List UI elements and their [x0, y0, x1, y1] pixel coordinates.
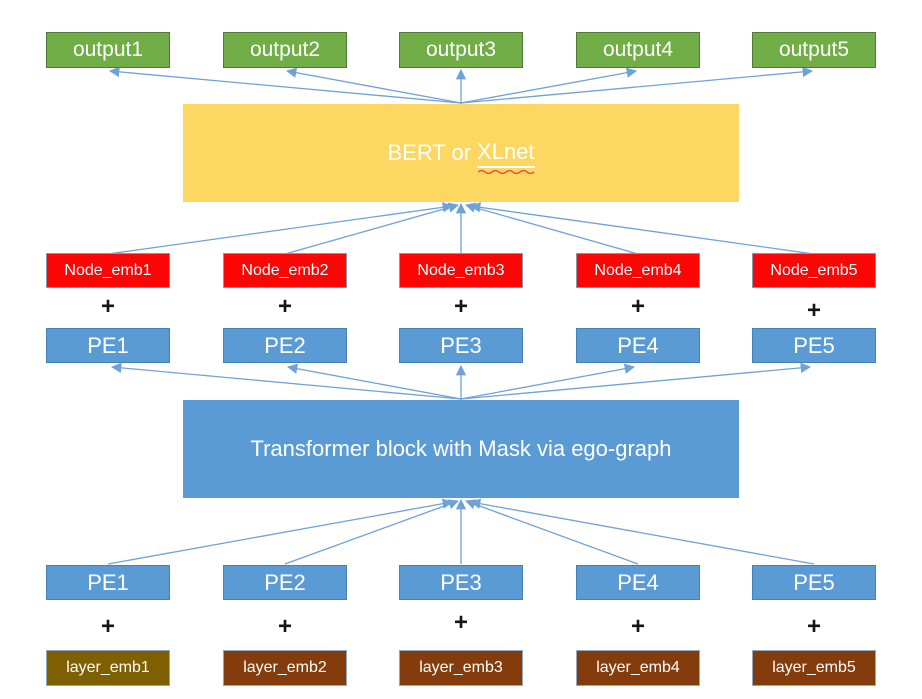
spellcheck-squiggle: [478, 169, 535, 174]
plus-sign: +: [453, 293, 468, 320]
node-pe3-top: PE3: [399, 328, 523, 363]
plus-sign: +: [806, 297, 821, 324]
node-emb3: Node_emb3: [399, 253, 523, 288]
node-output4: output4: [576, 32, 700, 68]
plus-sign: +: [630, 613, 645, 640]
plus-sign: +: [630, 293, 645, 320]
plus-sign: +: [100, 613, 115, 640]
node-emb1: Node_emb1: [46, 253, 170, 288]
node-pe2-bottom: PE2: [223, 565, 347, 600]
transformer-label: Transformer block with Mask via ego-grap…: [250, 436, 672, 461]
node-pe3-bottom: PE3: [399, 565, 523, 600]
node-layer-emb2: layer_emb2: [223, 650, 347, 686]
node-emb4: Node_emb4: [576, 253, 700, 288]
plus-sign: +: [277, 293, 292, 320]
plus-sign: +: [100, 293, 115, 320]
node-emb2: Node_emb2: [223, 253, 347, 288]
node-pe4-top: PE4: [576, 328, 700, 363]
plus-sign: +: [453, 609, 468, 636]
node-layer-emb4: layer_emb4: [576, 650, 700, 686]
plus-sign: +: [277, 613, 292, 640]
node-layer-emb3: layer_emb3: [399, 650, 523, 686]
node-bert-block: BERT or XLnet: [183, 104, 739, 202]
node-layer-emb5: layer_emb5: [752, 650, 876, 686]
node-pe5-top: PE5: [752, 328, 876, 363]
bert-label-prefix: BERT or: [387, 140, 472, 165]
node-output1: output1: [46, 32, 170, 68]
node-emb5: Node_emb5: [752, 253, 876, 288]
bert-label-xlnet: XLnet: [477, 139, 535, 168]
node-pe2-top: PE2: [223, 328, 347, 363]
node-pe1-bottom: PE1: [46, 565, 170, 600]
bert-label-xlnet-wrap: XLnet: [477, 139, 535, 174]
node-layer-emb1: layer_emb1: [46, 650, 170, 686]
node-output2: output2: [223, 32, 347, 68]
node-pe1-top: PE1: [46, 328, 170, 363]
plus-sign: +: [806, 613, 821, 640]
node-output5: output5: [752, 32, 876, 68]
node-pe4-bottom: PE4: [576, 565, 700, 600]
node-transformer-block: Transformer block with Mask via ego-grap…: [183, 400, 739, 498]
node-pe5-bottom: PE5: [752, 565, 876, 600]
node-output3: output3: [399, 32, 523, 68]
